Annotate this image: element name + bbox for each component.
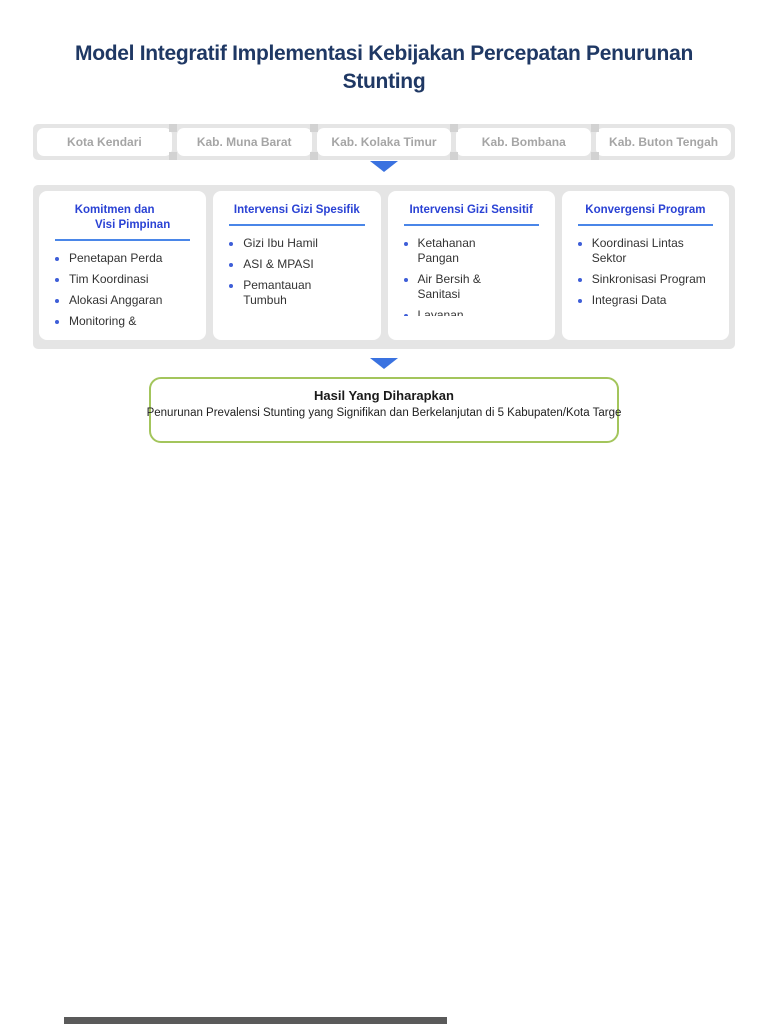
page-title-line1: Model Integratif Implementasi Kebijakan … xyxy=(75,42,693,65)
card-title: Komitmen dan Visi Pimpinan xyxy=(47,203,198,233)
card-item: Penetapan Perda xyxy=(55,251,198,266)
bullet-icon xyxy=(577,278,582,282)
bullet-icon xyxy=(55,257,59,261)
card-title-line: Komitmen dan xyxy=(74,204,155,216)
tab-label: Kab. Kolaka Timur xyxy=(331,135,437,149)
card-item: Ketahanan Pangan xyxy=(403,236,547,266)
tab-separator-notch xyxy=(590,152,599,160)
bullet-icon xyxy=(403,242,408,246)
tab-separator-notch xyxy=(450,124,459,132)
card-item: Gizi Ibu Hamil xyxy=(229,236,372,251)
bullet-icon xyxy=(55,278,59,282)
card-intervensi-gizi-sensitif: Intervensi Gizi Sensitif Ketahanan Panga… xyxy=(387,191,555,340)
item-text: Monitoring & xyxy=(69,314,137,328)
card-item-list: Gizi Ibu Hamil ASI & MPASI Pemantauan Tu… xyxy=(221,226,372,308)
item-text: Tim Koordinasi xyxy=(69,272,149,286)
bullet-icon xyxy=(577,299,582,303)
title-underline-rule xyxy=(577,224,713,226)
card-item: Air Bersih & Sanitasi xyxy=(403,272,547,302)
card-item: Layanan xyxy=(403,308,547,316)
card-konvergensi-program: Konvergensi Program Koordinasi Lintas Se… xyxy=(561,191,729,340)
horizontal-scrollbar-thumb[interactable] xyxy=(64,1017,447,1024)
tab-kota-kendari[interactable]: Kota Kendari xyxy=(37,128,172,156)
page-title-line2: Stunting xyxy=(342,70,426,93)
flow-arrow-down-icon xyxy=(370,358,398,369)
bullet-icon xyxy=(577,242,582,246)
card-title-line: Konvergensi Program xyxy=(585,204,706,216)
title-underline-rule xyxy=(403,224,539,226)
card-item: Pemantauan Tumbuh xyxy=(229,278,372,308)
tab-label: Kota Kendari xyxy=(67,135,142,149)
tab-kab-muna-barat[interactable]: Kab. Muna Barat xyxy=(176,128,312,156)
card-title-line: Visi Pimpinan xyxy=(95,219,171,231)
card-title-line: Intervensi Gizi Spesifik xyxy=(233,204,360,216)
tab-kab-bombana[interactable]: Kab. Bombana xyxy=(456,128,592,156)
card-item: Sinkronisasi Program xyxy=(577,272,721,287)
result-body: Penurunan Prevalensi Stunting yang Signi… xyxy=(146,407,622,419)
card-item: Koordinasi Lintas Sektor xyxy=(577,236,721,266)
result-box: Hasil Yang Diharapkan Penurunan Prevalen… xyxy=(146,377,622,443)
region-tabs-strip: Kota Kendari Kab. Muna Barat Kab. Kolaka… xyxy=(33,124,735,160)
card-komitmen-visi-pimpinan: Komitmen dan Visi Pimpinan Penetapan Per… xyxy=(39,191,207,340)
bullet-icon xyxy=(403,278,408,282)
result-title: Hasil Yang Diharapkan xyxy=(314,388,454,403)
page-title: Model Integratif Implementasi Kebijakan … xyxy=(0,40,768,96)
bullet-icon xyxy=(229,263,234,267)
item-text: Koordinasi Lintas xyxy=(591,236,684,250)
tab-separator-notch xyxy=(309,152,318,160)
tab-label: Kab. Buton Tengah xyxy=(609,135,719,149)
item-text: Integrasi Data xyxy=(591,293,667,307)
card-intervensi-gizi-spesifik: Intervensi Gizi Spesifik Gizi Ibu Hamil … xyxy=(213,191,381,340)
item-text: ASI & MPASI xyxy=(243,257,314,271)
item-text: Gizi Ibu Hamil xyxy=(243,236,318,250)
bullet-icon xyxy=(403,314,408,316)
tab-separator-notch xyxy=(169,124,178,132)
bullet-icon xyxy=(55,299,59,303)
pillars-row: Komitmen dan Visi Pimpinan Penetapan Per… xyxy=(33,185,735,349)
bullet-icon xyxy=(229,284,234,288)
flow-arrow-down-icon xyxy=(370,161,398,172)
title-underline-rule xyxy=(229,224,365,226)
bullet-icon xyxy=(229,242,234,246)
tab-label: Kab. Bombana xyxy=(481,135,566,149)
card-title: Intervensi Gizi Sensitif xyxy=(396,203,547,218)
tab-kab-buton-tengah[interactable]: Kab. Buton Tengah xyxy=(596,128,731,156)
tab-label: Kab. Muna Barat xyxy=(196,135,292,149)
tab-separator-notch xyxy=(169,152,178,160)
tab-separator-notch xyxy=(590,124,599,132)
card-item-list: Penetapan Perda Tim Koordinasi Alokasi A… xyxy=(47,241,198,329)
item-text: Sanitasi xyxy=(417,287,461,301)
tab-separator-notch xyxy=(309,124,318,132)
title-underline-rule xyxy=(55,239,191,241)
card-item: ASI & MPASI xyxy=(229,257,372,272)
item-text: Penetapan Perda xyxy=(69,251,163,265)
bullet-icon xyxy=(55,320,59,324)
card-item-list: Koordinasi Lintas Sektor Sinkronisasi Pr… xyxy=(570,226,721,308)
item-text: Pemantauan xyxy=(243,278,312,292)
card-title: Intervensi Gizi Spesifik xyxy=(221,203,372,218)
card-title: Konvergensi Program xyxy=(570,203,721,218)
card-item: Monitoring & xyxy=(55,314,198,329)
item-text: Sektor xyxy=(591,251,627,265)
item-text: Alokasi Anggaran xyxy=(69,293,163,307)
item-text: Air Bersih & xyxy=(417,272,481,286)
card-item: Tim Koordinasi xyxy=(55,272,198,287)
card-item-list: Ketahanan Pangan Air Bersih & Sanitasi L… xyxy=(396,226,547,316)
item-text: Sinkronisasi Program xyxy=(591,272,706,286)
tab-separator-notch xyxy=(450,152,459,160)
card-item: Alokasi Anggaran xyxy=(55,293,198,308)
card-item: Integrasi Data xyxy=(577,293,721,308)
item-text: Layanan xyxy=(417,308,464,316)
item-text: Tumbuh xyxy=(243,293,287,307)
item-text: Ketahanan xyxy=(417,236,476,250)
card-title-line: Intervensi Gizi Sensitif xyxy=(409,204,533,216)
tab-kab-kolaka-timur[interactable]: Kab. Kolaka Timur xyxy=(316,128,452,156)
item-text: Pangan xyxy=(417,251,459,265)
